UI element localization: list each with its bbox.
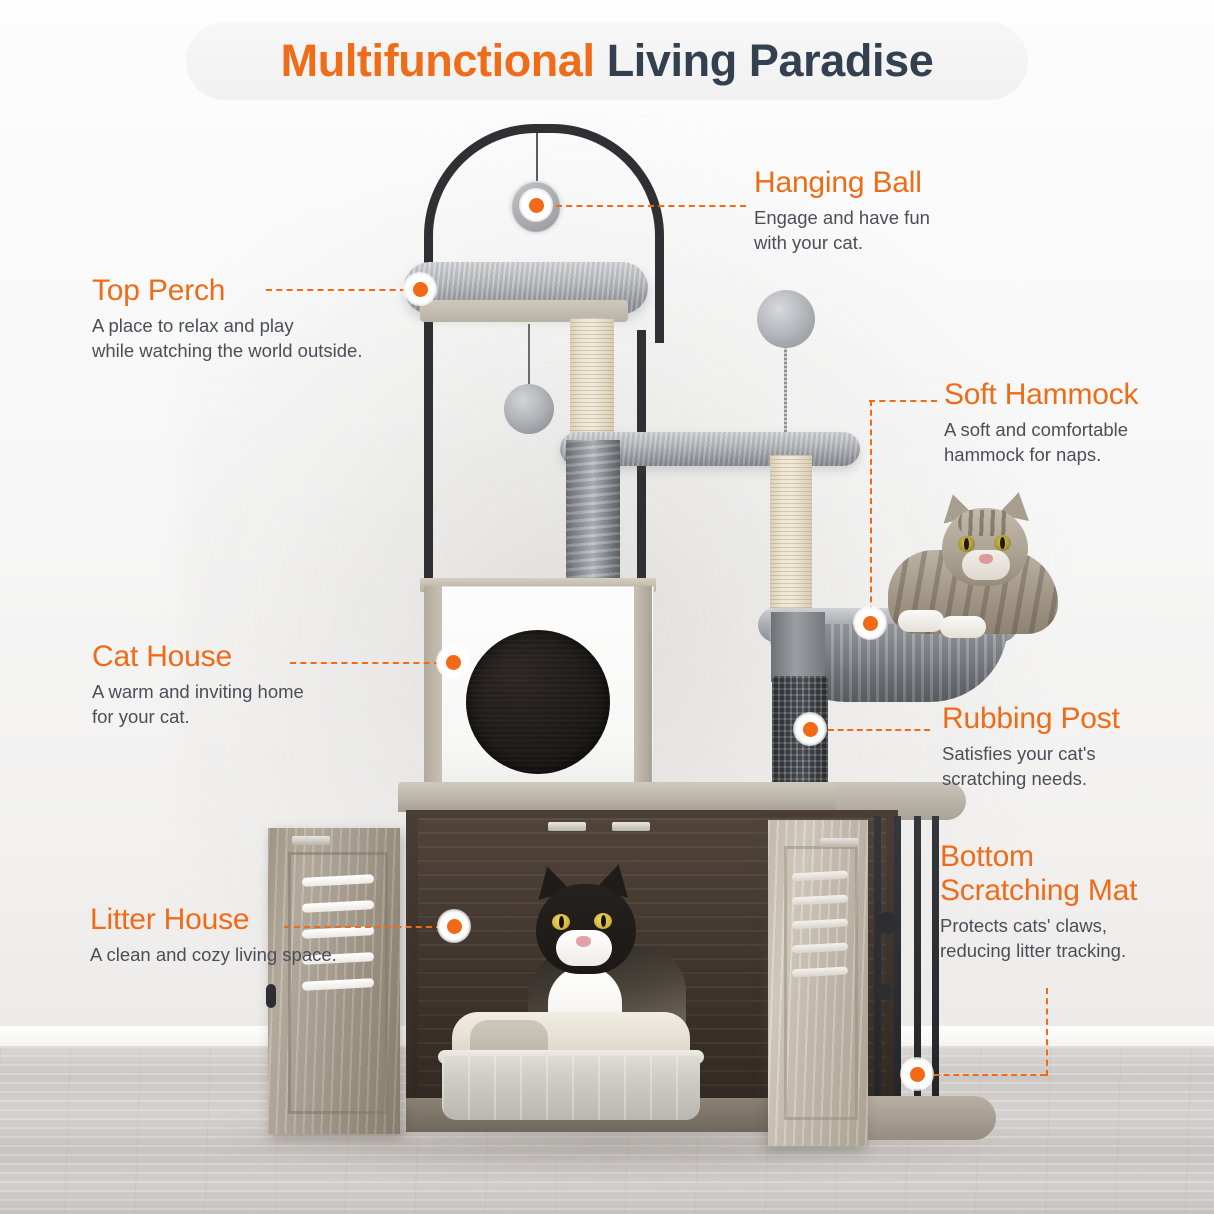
lower-pom-string <box>528 324 530 386</box>
cabinet-door-right-panel <box>784 846 858 1120</box>
connector-bottom-mat-vertical <box>1046 988 1048 1076</box>
marker-dot-icon <box>862 615 878 631</box>
door-left-knob[interactable] <box>266 984 276 1008</box>
connector-rubbing-post <box>828 729 930 731</box>
callout-title: Litter House <box>90 903 250 936</box>
door-right-knob-upper[interactable] <box>876 912 898 934</box>
marker-hanging-ball[interactable] <box>519 188 553 222</box>
side-bar-2 <box>894 816 901 1116</box>
cabinet-hinge-right <box>612 822 650 831</box>
marker-dot-icon <box>412 281 428 297</box>
callout-title: Rubbing Post <box>942 702 1120 735</box>
cat-house-entrance <box>466 630 610 774</box>
side-bar-1 <box>874 816 881 1116</box>
tabby-nose <box>979 554 993 564</box>
callout-rubbing-post: Rubbing Post Satisfies your cat's scratc… <box>942 702 1202 791</box>
plush-column <box>566 440 620 590</box>
callout-desc: Satisfies your cat's scratching needs. <box>942 743 1096 789</box>
connector-soft-hammock-horizontal <box>869 400 937 402</box>
tuxedo-eye-left <box>552 914 570 930</box>
connector-soft-hammock-vertical <box>870 400 872 612</box>
callout-title: Cat House <box>92 640 232 673</box>
title-banner: Multifunctional Living Paradise <box>186 22 1028 100</box>
callout-desc: A soft and comfortable hammock for naps. <box>944 419 1129 465</box>
cabinet-side-bars <box>872 816 939 1116</box>
marker-bottom-scratching-mat[interactable] <box>900 1057 934 1091</box>
callout-title: Hanging Ball <box>754 166 922 199</box>
tabby-eye-left <box>958 536 975 552</box>
marker-dot-icon <box>446 918 462 934</box>
callout-soft-hammock: Soft Hammock A soft and comfortable hamm… <box>944 378 1194 467</box>
hanging-ball-string <box>536 133 538 181</box>
marker-dot-icon <box>528 197 544 213</box>
door-right-knob-lower[interactable] <box>876 984 892 1000</box>
title-rest: Living Paradise <box>594 35 934 86</box>
callout-desc: A warm and inviting home for your cat. <box>92 681 304 727</box>
sisal-post-lower <box>770 455 812 620</box>
arch-leg-left <box>424 330 433 592</box>
cabinet-door-left-panel <box>288 852 388 1114</box>
title-highlight: Multifunctional <box>280 35 595 86</box>
tabby-cat <box>880 488 1060 638</box>
callout-top-perch: Top Perch A place to relax and play whil… <box>92 274 412 363</box>
spring-wand <box>784 340 787 440</box>
side-bar-3 <box>914 816 921 1116</box>
litter-box-base <box>442 1056 700 1120</box>
connector-litter-house <box>284 926 442 928</box>
marker-cat-house[interactable] <box>436 645 470 679</box>
page-title: Multifunctional Living Paradise <box>281 35 934 87</box>
callout-litter-house: Litter House A clean and cozy living spa… <box>90 903 390 968</box>
tabby-paw-left <box>898 610 944 632</box>
side-bar-4 <box>932 816 939 1116</box>
rubbing-post-plush-top <box>771 612 825 682</box>
tabby-eye-right <box>994 535 1011 551</box>
connector-top-perch <box>266 289 406 291</box>
metal-arch-frame-icon <box>424 124 664 343</box>
lower-pom-ball <box>504 384 554 434</box>
callout-desc: A clean and cozy living space. <box>90 944 337 966</box>
top-perch-base <box>420 300 628 322</box>
callout-desc: A place to relax and play while watching… <box>92 315 363 361</box>
cat-house-frame-left <box>424 586 442 798</box>
callout-title: Soft Hammock <box>944 378 1139 411</box>
spring-wand-pom <box>757 290 815 348</box>
callout-desc: Engage and have fun with your cat. <box>754 207 930 253</box>
marker-rubbing-post[interactable] <box>793 712 827 746</box>
connector-cat-house <box>290 662 440 664</box>
connector-hanging-ball <box>556 205 746 207</box>
callout-hanging-ball: Hanging Ball Engage and have fun with yo… <box>754 166 1004 255</box>
door-right-hinge <box>820 838 858 847</box>
marker-litter-house[interactable] <box>437 909 471 943</box>
marker-top-perch[interactable] <box>403 272 437 306</box>
marker-dot-icon <box>802 721 818 737</box>
door-left-hinge <box>292 836 330 845</box>
tuxedo-nose <box>576 936 591 947</box>
tuxedo-eye-right <box>594 913 612 929</box>
tabby-paw-right <box>940 616 986 638</box>
sisal-post-upper <box>570 318 614 438</box>
connector-bottom-mat-horizontal <box>934 1074 1046 1076</box>
callout-title: Bottom Scratching Mat <box>940 840 1138 908</box>
callout-cat-house: Cat House A warm and inviting home for y… <box>92 640 372 729</box>
cat-house-frame-right <box>634 586 652 798</box>
marker-soft-hammock[interactable] <box>853 606 887 640</box>
marker-dot-icon <box>445 654 461 670</box>
bottom-scratching-mat <box>846 1096 996 1140</box>
callout-bottom-scratching-mat: Bottom Scratching Mat Protects cats' cla… <box>940 840 1202 964</box>
callout-title: Top Perch <box>92 274 226 307</box>
marker-dot-icon <box>909 1066 925 1082</box>
callout-desc: Protects cats' claws, reducing litter tr… <box>940 915 1127 961</box>
cabinet-hinge-left <box>548 822 586 831</box>
